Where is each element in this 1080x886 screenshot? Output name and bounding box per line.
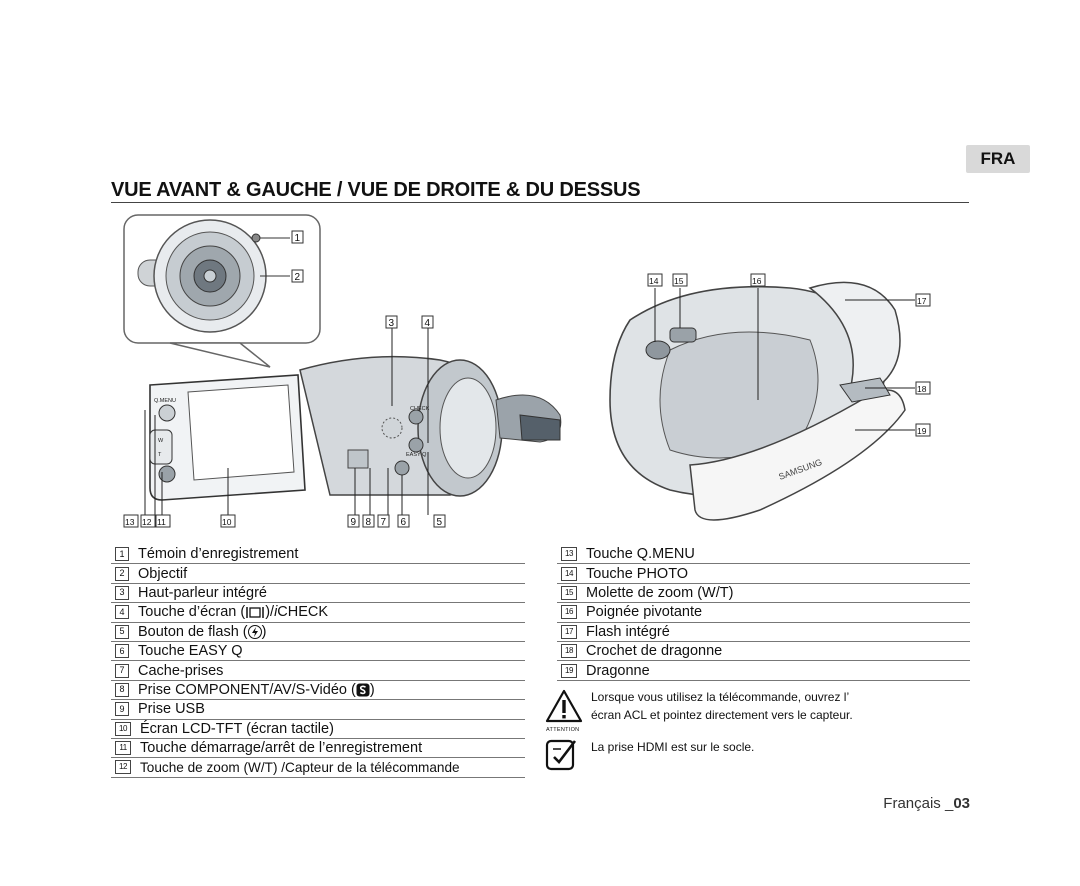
svg-text:10: 10 <box>222 517 232 527</box>
callout-14: 14 <box>647 273 663 287</box>
easyq-label: EASY Q <box>406 452 427 458</box>
callout-7: 7 <box>377 514 390 528</box>
svg-text:4: 4 <box>425 318 431 329</box>
zoom-w-label: W <box>158 438 164 444</box>
camcorder-illustration: SAMSUNG 1 2 3 4 13 12 11 10 9 8 7 6 5 1 <box>123 214 931 528</box>
left-camcorder <box>149 355 562 501</box>
callout-4: 4 <box>421 315 434 329</box>
language-tab: FRA <box>966 145 1030 173</box>
note-text: La prise HDMI est sur le socle. <box>591 740 755 754</box>
callout-19: 19 <box>915 423 931 437</box>
callout-17: 17 <box>915 293 931 307</box>
attention-label: ATTENTION <box>546 727 580 733</box>
qmenu-label: Q.MENU <box>154 398 176 404</box>
screen-display-icon <box>246 606 264 618</box>
title-divider <box>111 202 969 203</box>
warning-icon <box>545 689 583 723</box>
svg-text:7: 7 <box>381 517 387 528</box>
s-video-icon <box>356 683 370 697</box>
callout-8: 8 <box>362 514 375 528</box>
callout-3: 3 <box>385 315 398 329</box>
svg-text:17: 17 <box>917 296 927 306</box>
zoom-t-label: T <box>158 452 162 458</box>
callout-12: 12 <box>140 514 156 528</box>
page-number: 03 <box>953 795 970 812</box>
attention-text: Lorsque vous utilisez la télécommande, o… <box>591 690 853 722</box>
svg-text:2: 2 <box>295 272 301 283</box>
svg-text:15: 15 <box>674 276 684 286</box>
callout-6: 6 <box>397 514 410 528</box>
note-icon <box>545 739 577 771</box>
callout-10: 10 <box>220 514 236 528</box>
lens-inset <box>123 214 321 368</box>
svg-text:5: 5 <box>437 517 443 528</box>
svg-text:12: 12 <box>142 517 152 527</box>
svg-text:14: 14 <box>649 276 659 286</box>
svg-text:1: 1 <box>295 233 301 244</box>
callout-11: 11 <box>155 514 171 528</box>
right-camcorder: SAMSUNG <box>609 281 906 521</box>
callout-2: 2 <box>291 269 304 283</box>
flash-icon <box>247 624 262 639</box>
svg-text:13: 13 <box>125 517 135 527</box>
callout-9: 9 <box>347 514 360 528</box>
svg-text:11: 11 <box>157 517 166 527</box>
page-title: VUE AVANT & GAUCHE / VUE DE DROITE & DU … <box>111 179 641 201</box>
callout-15: 15 <box>672 273 688 287</box>
svg-text:6: 6 <box>401 517 407 528</box>
callout-1: 1 <box>291 230 304 244</box>
callout-13: 13 <box>123 514 139 528</box>
callout-5: 5 <box>433 514 446 528</box>
svg-text:16: 16 <box>752 276 762 286</box>
svg-text:9: 9 <box>351 517 357 528</box>
page-footer: Français _03 <box>883 795 970 812</box>
svg-text:19: 19 <box>917 426 927 436</box>
svg-text:18: 18 <box>917 384 927 394</box>
callout-18: 18 <box>915 381 931 395</box>
svg-text:3: 3 <box>389 318 395 329</box>
callout-16: 16 <box>750 273 766 287</box>
svg-text:8: 8 <box>366 517 372 528</box>
check-label: CHECK <box>410 406 430 412</box>
